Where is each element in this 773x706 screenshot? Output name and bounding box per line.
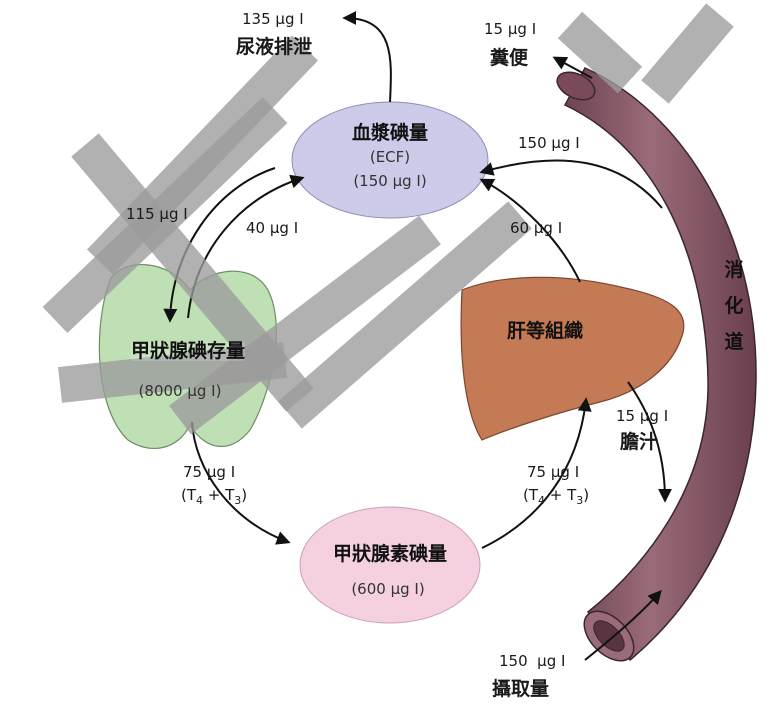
plasma-to-thyroid-arrow: [163, 167, 276, 323]
bile-arrow: [627, 381, 672, 503]
gut-label-char-1: 消: [724, 259, 744, 281]
bile-amount: 15 µg I: [616, 407, 669, 425]
thyroid-to-hormone-formula: (T4 + T3): [181, 486, 248, 507]
gut-label: 消 化 道: [722, 252, 746, 360]
feces-amount: 15 µg I: [484, 20, 537, 38]
liver-shape: [460, 276, 685, 441]
plasma-sub-amount: (150 µg I): [353, 172, 427, 190]
gut-label-char-2: 化: [724, 295, 744, 317]
plasma-to-thyroid-amount: 115 µg I: [126, 205, 188, 223]
digestive-tract: [556, 67, 757, 662]
thyroid-to-plasma-amount: 40 µg I: [246, 219, 299, 237]
watermark: [42, 3, 734, 435]
liver-to-plasma-arrow: [479, 178, 581, 283]
urine-amount: 135 µg I: [242, 10, 304, 28]
thyroid-sub-amount: (8000 µg I): [138, 382, 222, 400]
hormone-sub-amount: (600 µg I): [351, 580, 425, 598]
liver-title: 肝等組織: [506, 320, 584, 342]
feces-label: 糞便: [490, 47, 529, 69]
feces-arrow: [552, 56, 593, 79]
hormone-to-liver-amount: 75 µg I: [527, 463, 580, 481]
gut-label-char-3: 道: [724, 331, 744, 353]
hormone-to-liver-formula: (T4 + T3): [523, 486, 590, 507]
plasma-title: 血漿碘量: [351, 122, 429, 144]
intake-label: 攝取量: [492, 678, 550, 700]
thyroid-to-hormone-amount: 75 µg I: [183, 463, 236, 481]
thyroid-to-hormone-arrow: [191, 421, 291, 545]
intake-amount: 150 µg I: [499, 652, 566, 670]
urine-label: 尿液排泄: [236, 36, 313, 58]
liver-to-plasma-amount: 60 µg I: [510, 219, 563, 237]
intake-arrow: [584, 589, 662, 661]
urine-arrow: [342, 11, 392, 103]
hormone-to-liver-arrow: [481, 397, 592, 549]
flow-arrows: [163, 11, 672, 661]
thyroid-hormone-iodine-node: [299, 506, 481, 624]
gut-to-plasma-amount: 150 µg I: [518, 134, 580, 152]
thyroid-title: 甲狀腺碘存量: [130, 340, 246, 362]
bile-label: 膽汁: [620, 431, 659, 453]
plasma-sub-ecf: (ECF): [369, 148, 411, 166]
hormone-title: 甲狀腺素碘量: [332, 543, 448, 565]
gut-to-plasma-arrow: [479, 159, 663, 209]
